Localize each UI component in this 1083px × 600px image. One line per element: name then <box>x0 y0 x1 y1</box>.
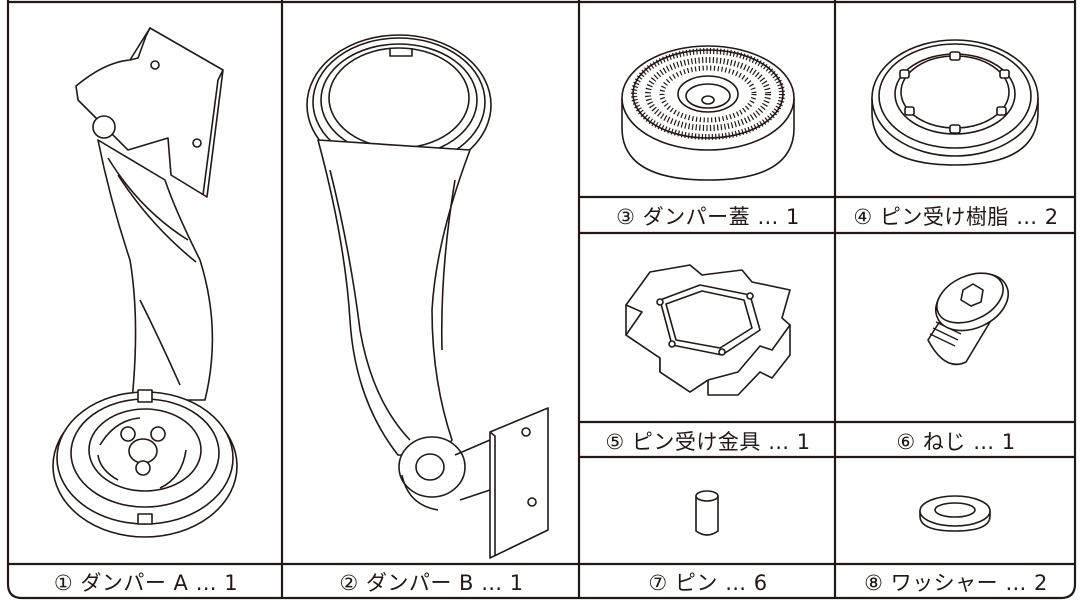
part-label-washer: ⑧ ワッシャー … 2 <box>864 571 1048 595</box>
part-label-damper-a: ① ダンパー A … 1 <box>53 571 239 595</box>
part-label-damper-b: ② ダンパー B … 1 <box>339 571 524 595</box>
part-label-damper-lid: ③ ダンパー蓋 … 1 <box>616 205 800 229</box>
part-label-screw: ⑥ ねじ … 1 <box>896 429 1016 454</box>
part-label-pin-bracket: ⑤ ピン受け金具 … 1 <box>605 429 811 454</box>
part-label-pin-resin: ④ ピン受け樹脂 … 2 <box>853 205 1059 229</box>
part-label-pin: ⑦ ピン … 6 <box>648 571 768 595</box>
